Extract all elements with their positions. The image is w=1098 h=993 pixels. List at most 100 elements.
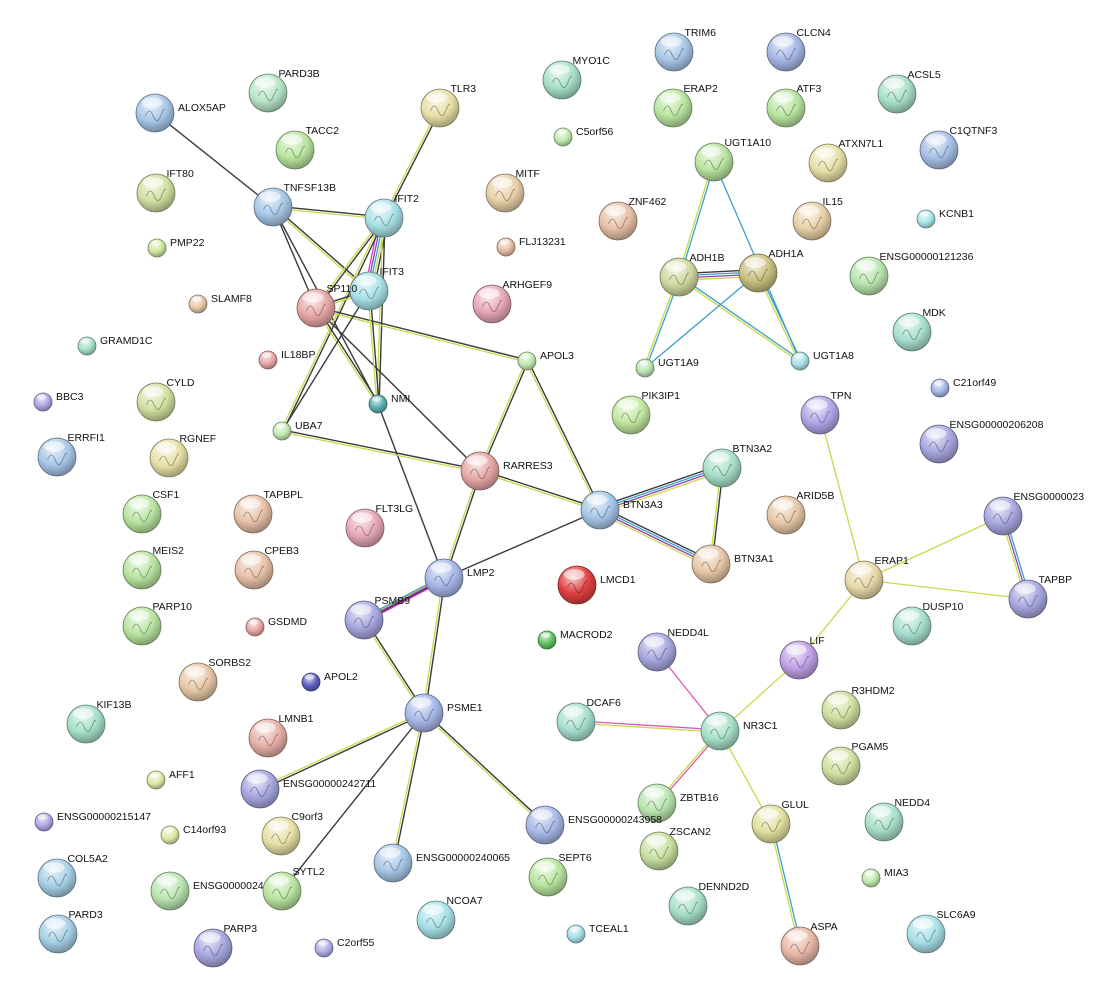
node-arhgef9[interactable]: ARHGEF9 [472, 279, 552, 324]
node-btn3a2[interactable]: BTN3A2 [702, 443, 772, 488]
node-zbtb16[interactable]: ZBTB16 [637, 783, 719, 823]
node-flj13231[interactable]: FLJ13231 [496, 236, 566, 257]
node-ensg0000023[interactable]: ENSG0000023 [983, 491, 1084, 536]
node-aspa[interactable]: ASPA [780, 921, 838, 966]
node-zscan2[interactable]: ZSCAN2 [639, 826, 711, 871]
node-ncoa7[interactable]: NCOA7 [416, 895, 483, 940]
node-dcaf6[interactable]: DCAF6 [556, 697, 621, 742]
node-tnfsf13b[interactable]: TNFSF13B [253, 182, 336, 227]
node-tpn[interactable]: TPN [800, 390, 851, 435]
node-glul[interactable]: GLUL [751, 799, 809, 844]
node-arid5b[interactable]: ARID5B [766, 490, 834, 535]
node-gsdmd[interactable]: GSDMD [245, 616, 308, 637]
node-btn3a3[interactable]: BTN3A3 [580, 490, 663, 530]
node-nmi[interactable]: NMI [368, 393, 410, 414]
node-slc6a9[interactable]: SLC6A9 [906, 909, 976, 954]
node-adh1b[interactable]: ADH1B [659, 252, 724, 297]
node-il15[interactable]: IL15 [792, 196, 843, 241]
node-c2orf55[interactable]: C2orf55 [314, 937, 375, 958]
node-gramd1c[interactable]: GRAMD1C [77, 335, 153, 356]
node-pmp22[interactable]: PMP22 [147, 237, 205, 258]
node-c9orf3[interactable]: C9orf3 [261, 811, 323, 856]
node-znf462[interactable]: ZNF462 [598, 196, 667, 241]
node-mitf[interactable]: MITF [485, 168, 540, 213]
node-ensg00000242711[interactable]: ENSG00000242711 [240, 769, 376, 809]
node-ift80[interactable]: IFT80 [136, 168, 194, 213]
node-mdk[interactable]: MDK [892, 307, 946, 352]
node-acsl5[interactable]: ACSL5 [877, 69, 941, 114]
node-pgam5[interactable]: PGAM5 [821, 741, 888, 786]
node-lmnb1[interactable]: LMNB1 [248, 713, 314, 758]
node-nr3c1[interactable]: NR3C1 [700, 711, 778, 751]
node-ugt1a10[interactable]: UGT1A10 [694, 137, 771, 182]
node-atf3[interactable]: ATF3 [766, 83, 822, 128]
node-tacc2[interactable]: TACC2 [275, 125, 339, 170]
node-clcn4[interactable]: CLCN4 [766, 27, 831, 72]
node-pik3ip1[interactable]: PIK3IP1 [611, 390, 680, 435]
node-erap1[interactable]: ERAP1 [844, 555, 909, 600]
node-psme1[interactable]: PSME1 [404, 693, 483, 733]
node-aff1[interactable]: AFF1 [146, 769, 195, 790]
node-trim6[interactable]: TRIM6 [654, 27, 716, 72]
node-nedd4l[interactable]: NEDD4L [637, 627, 709, 672]
node-kcnb1[interactable]: KCNB1 [916, 208, 974, 229]
node-dusp10[interactable]: DUSP10 [892, 601, 963, 646]
node-c5orf56[interactable]: C5orf56 [553, 126, 614, 147]
node-parp10[interactable]: PARP10 [122, 601, 192, 646]
node-mia3[interactable]: MIA3 [861, 867, 909, 888]
node-nedd4[interactable]: NEDD4 [864, 797, 930, 842]
node-c21orf49[interactable]: C21orf49 [930, 377, 996, 398]
node-slamf8[interactable]: SLAMF8 [188, 293, 252, 314]
node-cyld[interactable]: CYLD [136, 377, 195, 422]
node-parp3[interactable]: PARP3 [193, 923, 257, 968]
node-ugt1a8[interactable]: UGT1A8 [790, 350, 854, 371]
node-lmcd1[interactable]: LMCD1 [557, 565, 636, 605]
node-ifit3[interactable]: IFIT3 [349, 266, 404, 311]
node-flt3lg[interactable]: FLT3LG [345, 503, 413, 548]
node-il18bp[interactable]: IL18BP [258, 349, 315, 370]
node-alox5ap[interactable]: ALOX5AP [135, 93, 226, 133]
node-pard3b[interactable]: PARD3B [248, 68, 320, 113]
node-adh1a[interactable]: ADH1A [738, 248, 803, 293]
node-meis2[interactable]: MEIS2 [122, 545, 184, 590]
node-sept6[interactable]: SEPT6 [528, 852, 592, 897]
node-lmp2[interactable]: LMP2 [424, 558, 495, 598]
node-atxn7l1[interactable]: ATXN7L1 [808, 138, 883, 183]
node-ensg00000242885[interactable]: ENSG00000242885 [150, 871, 287, 911]
node-uba7[interactable]: UBA7 [272, 420, 323, 441]
node-ensg00000215147[interactable]: ENSG00000215147 [34, 811, 151, 832]
node-cpeb3[interactable]: CPEB3 [234, 545, 299, 590]
node-ensg00000240065[interactable]: ENSG00000240065 [373, 843, 510, 883]
node-sp110[interactable]: SP110 [296, 283, 357, 328]
node-ugt1a9[interactable]: UGT1A9 [635, 357, 699, 378]
node-psmb9[interactable]: PSMB9 [344, 595, 410, 640]
node-pard3[interactable]: PARD3 [38, 909, 103, 954]
node-kif13b[interactable]: KIF13B [66, 699, 131, 744]
node-tlr3[interactable]: TLR3 [420, 83, 476, 128]
node-sytl2[interactable]: SYTL2 [262, 866, 325, 911]
node-bbc3[interactable]: BBC3 [33, 391, 84, 412]
node-ensg00000206208[interactable]: ENSG00000206208 [919, 419, 1044, 464]
node-lif[interactable]: LIF [779, 635, 825, 680]
node-tapbp[interactable]: TAPBP [1008, 574, 1072, 619]
node-macrod2[interactable]: MACROD2 [537, 629, 613, 650]
node-apol2[interactable]: APOL2 [301, 671, 358, 692]
node-apol3[interactable]: APOL3 [517, 350, 574, 371]
node-tapbpl[interactable]: TAPBPL [233, 489, 303, 534]
node-rgnef[interactable]: RGNEF [149, 433, 216, 478]
node-dennd2d[interactable]: DENND2D [668, 881, 750, 926]
node-erap2[interactable]: ERAP2 [653, 83, 718, 128]
node-csf1[interactable]: CSF1 [122, 489, 179, 534]
node-c14orf93[interactable]: C14orf93 [160, 824, 226, 845]
node-ifit2[interactable]: IFIT2 [364, 193, 419, 238]
node-tceal1[interactable]: TCEAL1 [566, 923, 629, 944]
node-ensg00000121236[interactable]: ENSG00000121236 [849, 251, 974, 296]
node-ensg00000243958[interactable]: ENSG00000243958 [525, 805, 662, 845]
node-myo1c[interactable]: MYO1C [542, 55, 610, 100]
node-errfi1[interactable]: ERRFI1 [37, 432, 105, 477]
node-c1qtnf3[interactable]: C1QTNF3 [919, 125, 997, 170]
node-col5a2[interactable]: COL5A2 [37, 853, 108, 898]
node-btn3a1[interactable]: BTN3A1 [691, 544, 774, 584]
node-sorbs2[interactable]: SORBS2 [178, 657, 251, 702]
node-r3hdm2[interactable]: R3HDM2 [821, 685, 895, 730]
